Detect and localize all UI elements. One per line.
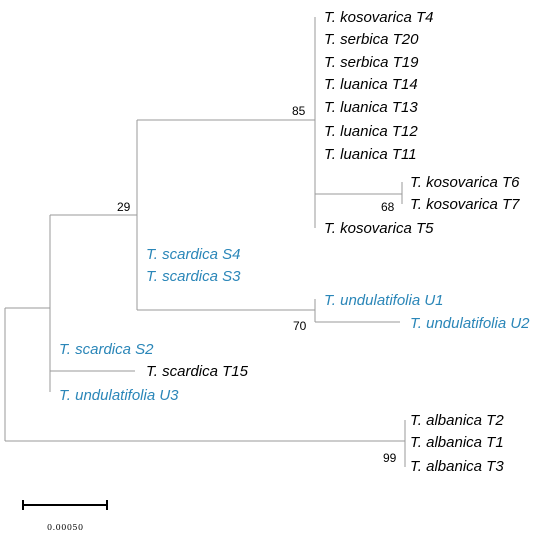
support-value-70: 70: [293, 319, 307, 333]
leaf-label-luanica-T13: T. luanica T13: [324, 99, 418, 116]
leaf-label-undulatifolia-U3: T. undulatifolia U3: [59, 387, 179, 404]
leaf-label-kosovarica-T6: T. kosovarica T6: [410, 174, 520, 191]
leaf-label-kosovarica-T5: T. kosovarica T5: [324, 220, 434, 237]
leaf-label-scardica-S2: T. scardica S2: [59, 341, 154, 358]
leaf-label-luanica-T14: T. luanica T14: [324, 76, 418, 93]
support-values: 85 29 68 70 99: [117, 104, 397, 465]
leaf-label-scardica-T15: T. scardica T15: [146, 363, 249, 380]
leaf-label-luanica-T11: T. luanica T11: [324, 146, 417, 163]
support-value-99: 99: [383, 451, 397, 465]
leaf-label-scardica-S4: T. scardica S4: [146, 246, 241, 263]
leaf-label-serbica-T20: T. serbica T20: [324, 31, 419, 48]
leaf-label-undulatifolia-U2: T. undulatifolia U2: [410, 315, 530, 332]
leaf-labels: T. kosovarica T4 T. serbica T20 T. serbi…: [59, 9, 530, 475]
leaf-label-serbica-T19: T. serbica T19: [324, 54, 419, 71]
leaf-label-undulatifolia-U1: T. undulatifolia U1: [324, 292, 444, 309]
leaf-label-kosovarica-T7: T. kosovarica T7: [410, 196, 520, 213]
support-value-85: 85: [292, 104, 306, 118]
scale-bar-label: 0.00050: [47, 523, 84, 532]
leaf-label-luanica-T12: T. luanica T12: [324, 123, 418, 140]
leaf-label-albanica-T1: T. albanica T1: [410, 434, 504, 451]
support-value-68: 68: [381, 200, 395, 214]
leaf-label-scardica-S3: T. scardica S3: [146, 268, 241, 285]
scale-bar: 0.00050: [22, 500, 108, 532]
tree-branches: [4, 17, 406, 467]
leaf-label-albanica-T2: T. albanica T2: [410, 412, 504, 429]
leaf-label-kosovarica-T4: T. kosovarica T4: [324, 9, 434, 26]
support-value-29: 29: [117, 200, 131, 214]
leaf-label-albanica-T3: T. albanica T3: [410, 458, 504, 475]
